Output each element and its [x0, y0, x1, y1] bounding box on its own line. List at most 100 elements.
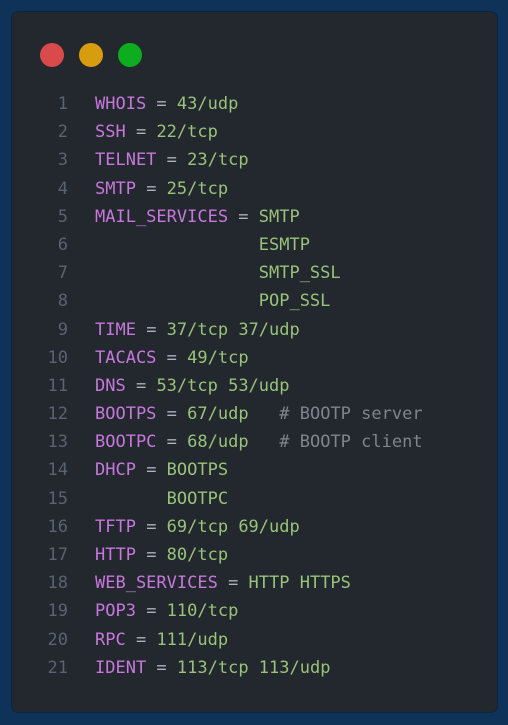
- line-content: DHCP = BOOTPS: [95, 456, 228, 484]
- line-content: TIME = 37/tcp 37/udp: [95, 316, 300, 344]
- line-number: 18: [47, 573, 68, 594]
- code-comment: # BOOTP client: [248, 432, 423, 453]
- equals-operator: =: [125, 375, 157, 396]
- line-number: 19: [47, 601, 68, 622]
- code-line: 20 RPC = 111/udp: [12, 626, 497, 654]
- code-line: 3 TELNET = 23/tcp: [12, 146, 497, 174]
- line-number: 21: [47, 657, 68, 678]
- equals-operator: =: [156, 150, 188, 171]
- maximize-window-icon[interactable]: [118, 43, 142, 67]
- config-value: ESMTP: [95, 234, 310, 255]
- config-key: TACACS: [95, 347, 157, 368]
- config-key: SSH: [95, 122, 126, 143]
- config-value: 110/tcp: [166, 601, 239, 622]
- config-key: TIME: [95, 319, 136, 340]
- line-number: 9: [57, 319, 68, 340]
- line-content: BOOTPC: [95, 485, 228, 513]
- line-content: TELNET = 23/tcp: [95, 146, 249, 174]
- line-number: 6: [57, 234, 68, 255]
- line-content: RPC = 111/udp: [95, 626, 228, 654]
- window-controls: [40, 43, 157, 67]
- config-key: POP3: [95, 601, 136, 622]
- config-value: 53/tcp 53/udp: [156, 375, 290, 396]
- code-line: 5 MAIL_SERVICES = SMTP: [12, 203, 497, 231]
- config-key: TFTP: [95, 516, 136, 537]
- equals-operator: =: [146, 657, 177, 678]
- code-line: 21 IDENT = 113/tcp 113/udp: [12, 654, 497, 682]
- config-key: MAIL_SERVICES: [95, 206, 229, 227]
- equals-operator: =: [156, 432, 188, 453]
- line-number: 11: [47, 375, 68, 396]
- config-key: IDENT: [95, 657, 147, 678]
- equals-operator: =: [125, 629, 157, 650]
- code-line: 11 DNS = 53/tcp 53/udp: [12, 372, 497, 400]
- equals-operator: =: [146, 94, 177, 114]
- equals-operator: =: [228, 206, 259, 227]
- line-content: TFTP = 69/tcp 69/udp: [95, 513, 300, 541]
- equals-operator: =: [135, 460, 167, 481]
- config-value: 69/tcp 69/udp: [166, 516, 300, 537]
- config-key: DNS: [95, 375, 126, 396]
- config-key: TELNET: [95, 150, 157, 171]
- line-content: POP_SSL: [95, 287, 331, 315]
- config-key: BOOTPC: [95, 432, 157, 453]
- code-line: 1 WHOIS = 43/udp: [12, 90, 497, 118]
- code-comment: # BOOTP server: [248, 404, 423, 425]
- config-key: BOOTPS: [95, 404, 157, 425]
- line-content: DNS = 53/tcp 53/udp: [95, 372, 290, 400]
- line-content: TACACS = 49/tcp: [95, 344, 249, 372]
- equals-operator: =: [125, 122, 157, 143]
- equals-operator: =: [135, 319, 167, 340]
- equals-operator: =: [156, 347, 188, 368]
- line-number: 3: [57, 150, 68, 171]
- config-key: RPC: [95, 629, 126, 650]
- config-value: 37/tcp 37/udp: [166, 319, 300, 340]
- line-content: BOOTPS = 67/udp # BOOTP server: [95, 400, 423, 428]
- line-number: 7: [57, 263, 68, 284]
- minimize-window-icon[interactable]: [79, 43, 103, 67]
- code-line: 15 BOOTPC: [12, 485, 497, 513]
- line-content: HTTP = 80/tcp: [95, 541, 228, 569]
- equals-operator: =: [135, 516, 167, 537]
- equals-operator: =: [156, 404, 188, 425]
- close-window-icon[interactable]: [40, 43, 64, 67]
- line-content: BOOTPC = 68/udp # BOOTP client: [95, 428, 423, 456]
- code-line: 12 BOOTPS = 67/udp # BOOTP server: [12, 400, 497, 428]
- config-value: 43/udp: [176, 94, 239, 114]
- line-number: 16: [47, 516, 68, 537]
- line-number: 14: [47, 460, 68, 481]
- line-number: 15: [47, 488, 68, 509]
- line-content: WHOIS = 43/udp: [95, 90, 238, 118]
- line-number: 13: [47, 432, 68, 453]
- line-number: 20: [47, 629, 68, 650]
- config-value: 80/tcp: [166, 545, 229, 565]
- config-key: WHOIS: [95, 94, 147, 114]
- config-value: BOOTPS: [166, 460, 229, 481]
- line-number: 12: [47, 404, 68, 425]
- line-number: 10: [47, 347, 68, 368]
- code-line: 13 BOOTPC = 68/udp # BOOTP client: [12, 428, 497, 456]
- code-line: 14 DHCP = BOOTPS: [12, 456, 497, 484]
- config-value: 25/tcp: [166, 178, 229, 199]
- config-value: SMTP_SSL: [95, 263, 341, 284]
- config-key: WEB_SERVICES: [95, 573, 218, 594]
- config-value: SMTP: [258, 206, 300, 227]
- equals-operator: =: [135, 601, 167, 622]
- config-value: 67/udp: [187, 404, 249, 425]
- config-value: POP_SSL: [95, 291, 331, 312]
- line-content: SMTP = 25/tcp: [95, 175, 228, 203]
- line-number: 1: [57, 94, 68, 114]
- line-number: 8: [57, 291, 68, 312]
- code-line: 10 TACACS = 49/tcp: [12, 344, 497, 372]
- config-value: BOOTPC: [95, 488, 229, 509]
- code-line: 8 POP_SSL: [12, 287, 497, 315]
- equals-operator: =: [217, 573, 249, 594]
- line-number: 5: [57, 206, 68, 227]
- config-value: 113/tcp 113/udp: [176, 657, 331, 678]
